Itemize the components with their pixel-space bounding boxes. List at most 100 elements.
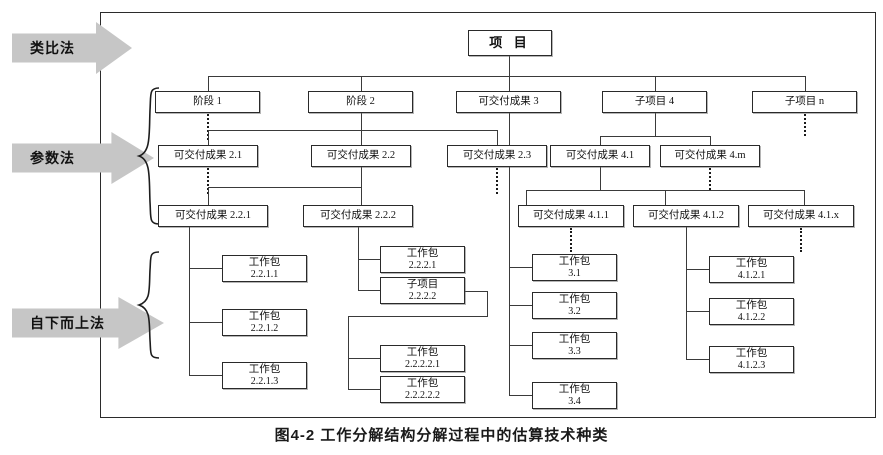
wbs-node-deliverable-4-1[interactable]: 可交付成果 4.1 <box>550 145 650 167</box>
node-label-line1: 工作包 <box>558 383 591 395</box>
connector-2222-exit-right <box>465 291 488 293</box>
node-label-line1: 工作包 <box>406 377 439 389</box>
wbs-node-phase-1[interactable]: 阶段 1 <box>155 91 260 113</box>
node-label-line1: 工作包 <box>558 255 591 267</box>
wbs-node-subproject-2-2-2-2[interactable]: 子项目 2.2.2.2 <box>380 277 465 304</box>
wbs-node-workpackage-2-2-2-2-1[interactable]: 工作包 2.2.2.2.1 <box>380 345 465 372</box>
node-label: 可交付成果 3 <box>478 95 539 107</box>
wbs-node-workpackage-3-4[interactable]: 工作包 3.4 <box>532 382 617 409</box>
connector-branch-2212 <box>189 322 222 324</box>
wbs-node-workpackage-3-1[interactable]: 工作包 3.1 <box>532 254 617 281</box>
wbs-node-deliverable-4-1-2[interactable]: 可交付成果 4.1.2 <box>633 205 739 227</box>
wbs-node-workpackage-2-2-1-2[interactable]: 工作包 2.2.1.2 <box>222 309 307 336</box>
connector-branch-22222 <box>348 389 380 391</box>
wbs-node-deliverable-4-1-1[interactable]: 可交付成果 4.1.1 <box>518 205 624 227</box>
node-label-line2: 2.2.2.2.1 <box>405 358 440 370</box>
node-label: 可交付成果 4.1.2 <box>647 209 725 221</box>
connector-drop-deliverable22 <box>361 130 363 145</box>
node-label: 阶段 1 <box>193 95 222 107</box>
connector-drop-deliverable23 <box>497 130 499 145</box>
wbs-node-deliverable-2-2[interactable]: 可交付成果 2.2 <box>311 145 411 167</box>
node-label-line2: 3.3 <box>568 345 581 357</box>
node-label-line1: 工作包 <box>248 310 281 322</box>
node-label: 可交付成果 2.2 <box>326 149 396 161</box>
wbs-node-workpackage-4-1-2-1[interactable]: 工作包 4.1.2.1 <box>709 256 794 283</box>
wbs-node-workpackage-3-3[interactable]: 工作包 3.3 <box>532 332 617 359</box>
connector-spine-222 <box>358 227 360 290</box>
dotted-continuation-deliverable411 <box>570 228 572 252</box>
connector-level1-bus <box>208 76 805 78</box>
wbs-node-deliverable-4-1-x[interactable]: 可交付成果 4.1.x <box>748 205 854 227</box>
brace-bottom-up <box>136 251 160 359</box>
node-label: 项 目 <box>489 34 531 50</box>
connector-drop-deliverable411 <box>526 190 528 205</box>
connector-level2-bus-right <box>600 136 710 138</box>
connector-branch-22221 <box>348 358 380 360</box>
connector-spine-3 <box>509 113 511 396</box>
wbs-node-workpackage-2-2-2-1[interactable]: 工作包 2.2.2.1 <box>380 246 465 273</box>
connector-branch-4123 <box>686 359 709 361</box>
wbs-node-workpackage-3-2[interactable]: 工作包 3.2 <box>532 292 617 319</box>
node-label-line2: 3.1 <box>568 267 581 279</box>
connector-drop-phase2 <box>361 76 363 91</box>
node-label: 可交付成果 2.2.1 <box>174 209 252 221</box>
dotted-continuation-deliverable23 <box>496 168 498 194</box>
node-label-line1: 工作包 <box>248 256 281 268</box>
connector-branch-4122 <box>686 311 709 313</box>
connector-branch-33 <box>509 345 532 347</box>
connector-branch-2221 <box>358 259 380 261</box>
dotted-continuation-deliverable4m <box>709 168 711 190</box>
technique-label-analogous: 类比法 <box>30 40 75 56</box>
connector-branch-34 <box>509 395 532 397</box>
connector-phase2-stem <box>361 113 363 130</box>
node-label-line2: 2.2.2.1 <box>408 259 437 271</box>
wbs-node-workpackage-4-1-2-3[interactable]: 工作包 4.1.2.3 <box>709 346 794 373</box>
wbs-node-workpackage-2-2-2-2-2[interactable]: 工作包 2.2.2.2.2 <box>380 376 465 403</box>
wbs-node-workpackage-2-2-1-3[interactable]: 工作包 2.2.1.3 <box>222 362 307 389</box>
connector-drop-deliverable21 <box>208 130 210 145</box>
node-label: 可交付成果 2.1 <box>173 149 243 161</box>
connector-branch-31 <box>509 267 532 269</box>
figure-caption: 图4-2 工作分解结构分解过程中的估算技术种类 <box>274 427 609 444</box>
node-label: 可交付成果 4.1.x <box>762 209 840 221</box>
connector-deliverable41-stem <box>600 167 602 190</box>
node-label-line2: 3.4 <box>568 395 581 407</box>
brace-parametric <box>136 87 160 225</box>
wbs-node-subproject-n[interactable]: 子项目 n <box>752 91 857 113</box>
node-label-line2: 2.2.1.2 <box>250 322 279 334</box>
dotted-continuation-phase1 <box>207 114 209 140</box>
node-label: 子项目 4 <box>634 95 675 107</box>
wbs-node-workpackage-4-1-2-2[interactable]: 工作包 4.1.2.2 <box>709 298 794 325</box>
wbs-node-deliverable-2-2-2[interactable]: 可交付成果 2.2.2 <box>303 205 413 227</box>
connector-deliverable22-stem <box>361 167 363 187</box>
wbs-node-phase-2[interactable]: 阶段 2 <box>308 91 413 113</box>
node-label-line2: 4.1.2.3 <box>737 359 766 371</box>
node-label-line2: 3.2 <box>568 305 581 317</box>
dotted-continuation-deliverable21 <box>207 168 209 194</box>
node-label-line2: 2.2.1.1 <box>250 268 279 280</box>
connector-branch-4121 <box>686 269 709 271</box>
node-label-line1: 子项目 <box>406 278 439 290</box>
connector-spine-221 <box>189 227 191 375</box>
node-label-line1: 工作包 <box>735 347 768 359</box>
connector-spine-412 <box>686 227 688 359</box>
node-label: 可交付成果 2.2.2 <box>319 209 397 221</box>
wbs-node-subproject-4[interactable]: 子项目 4 <box>602 91 707 113</box>
node-label-line1: 工作包 <box>558 293 591 305</box>
wbs-node-workpackage-2-2-1-1[interactable]: 工作包 2.2.1.1 <box>222 255 307 282</box>
connector-branch-2213 <box>189 375 222 377</box>
node-label: 可交付成果 4.1.1 <box>532 209 610 221</box>
wbs-node-deliverable-4-m[interactable]: 可交付成果 4.m <box>660 145 760 167</box>
technique-label-bottom-up: 自下而上法 <box>30 315 105 331</box>
node-label: 可交付成果 2.3 <box>462 149 532 161</box>
node-label-line2: 2.2.1.3 <box>250 375 279 387</box>
connector-drop-deliverable41 <box>600 136 602 145</box>
connector-level3-bus-left <box>208 187 362 189</box>
wbs-node-root[interactable]: 项 目 <box>468 30 552 56</box>
wbs-node-deliverable-2-2-1[interactable]: 可交付成果 2.2.1 <box>158 205 268 227</box>
wbs-node-deliverable-2-1[interactable]: 可交付成果 2.1 <box>158 145 258 167</box>
wbs-node-deliverable-2-3[interactable]: 可交付成果 2.3 <box>447 145 547 167</box>
connector-branch-32 <box>509 305 532 307</box>
connector-2222-return-left <box>348 316 488 318</box>
wbs-node-deliverable-3[interactable]: 可交付成果 3 <box>456 91 561 113</box>
